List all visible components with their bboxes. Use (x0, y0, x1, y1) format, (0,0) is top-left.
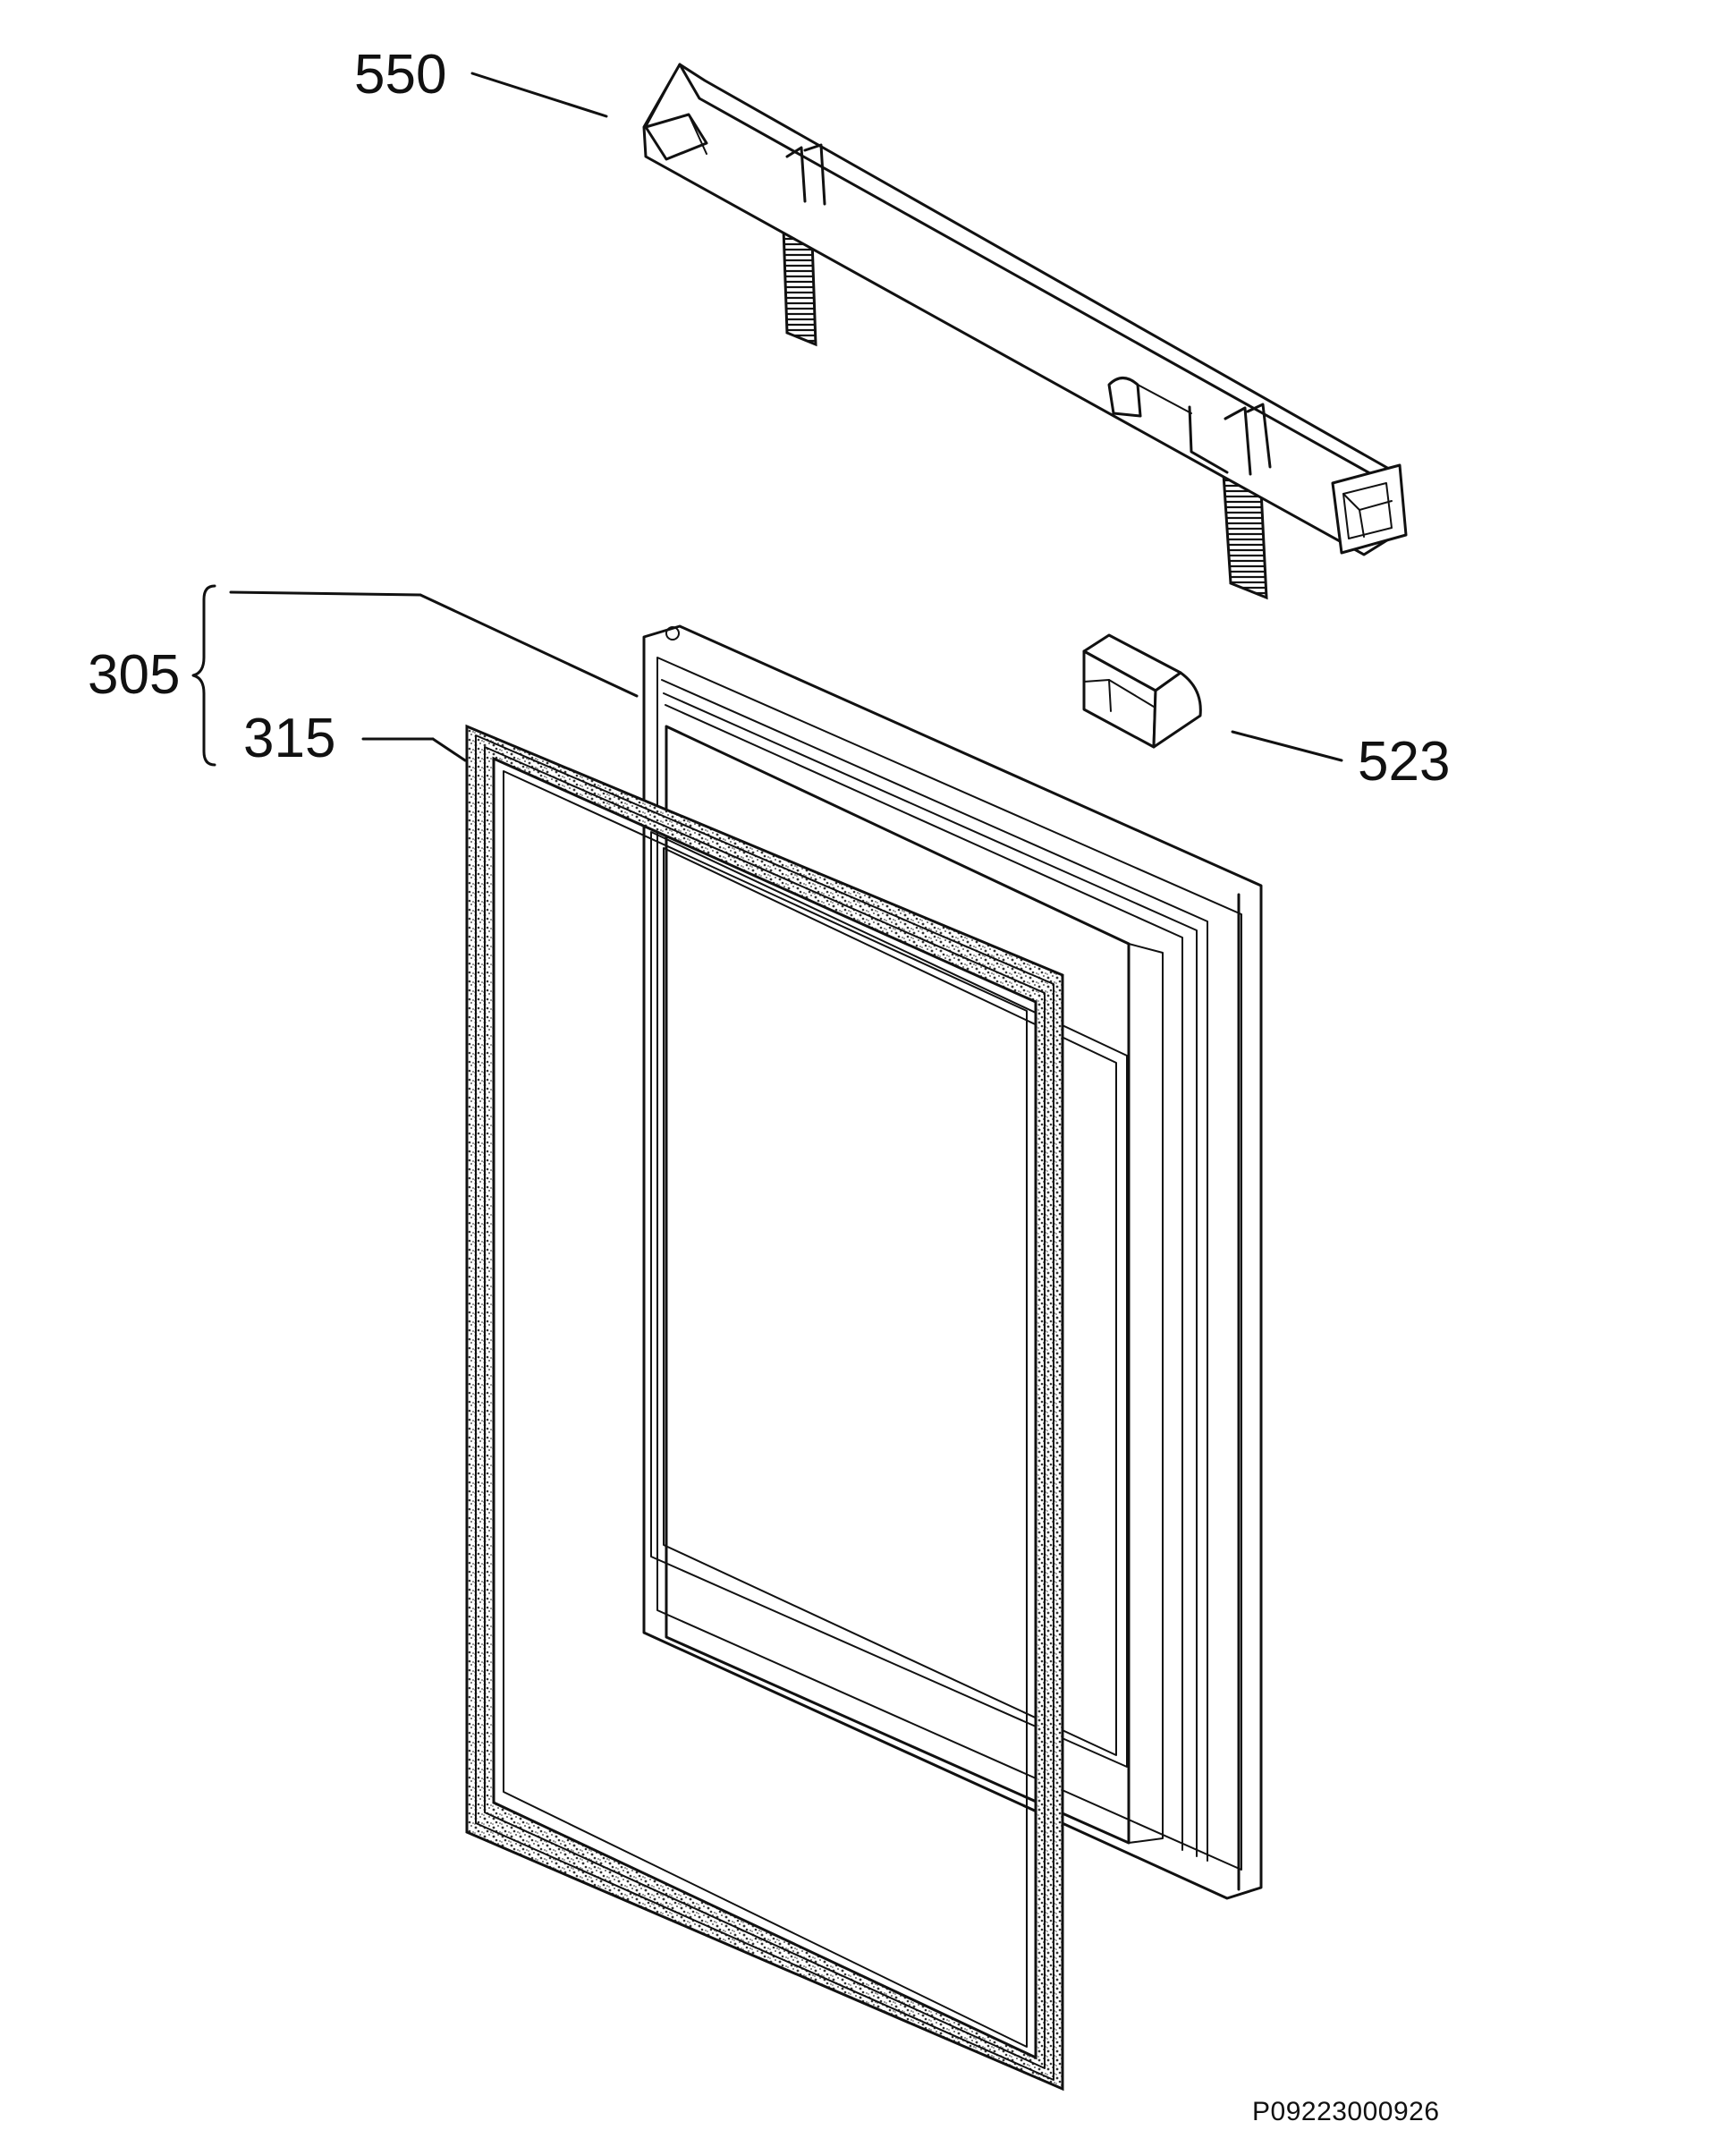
assembly-brace (191, 584, 216, 767)
cap-leader-line (1231, 730, 1343, 762)
handle-part (642, 63, 1408, 600)
label-523: 523 (1358, 731, 1450, 793)
door-leader-line-diag (419, 593, 639, 698)
label-315: 315 (243, 708, 335, 769)
gasket-part (465, 724, 1064, 2092)
handle-leader-line (470, 72, 608, 118)
cap-part (1082, 633, 1202, 749)
door-panel (642, 624, 1263, 1900)
gasket-leader-line-diag (431, 737, 467, 762)
label-305: 305 (88, 644, 180, 706)
drawing-code: P09223000926 (1252, 2097, 1440, 2126)
label-550: 550 (354, 44, 446, 106)
door-leader-line (229, 590, 422, 597)
